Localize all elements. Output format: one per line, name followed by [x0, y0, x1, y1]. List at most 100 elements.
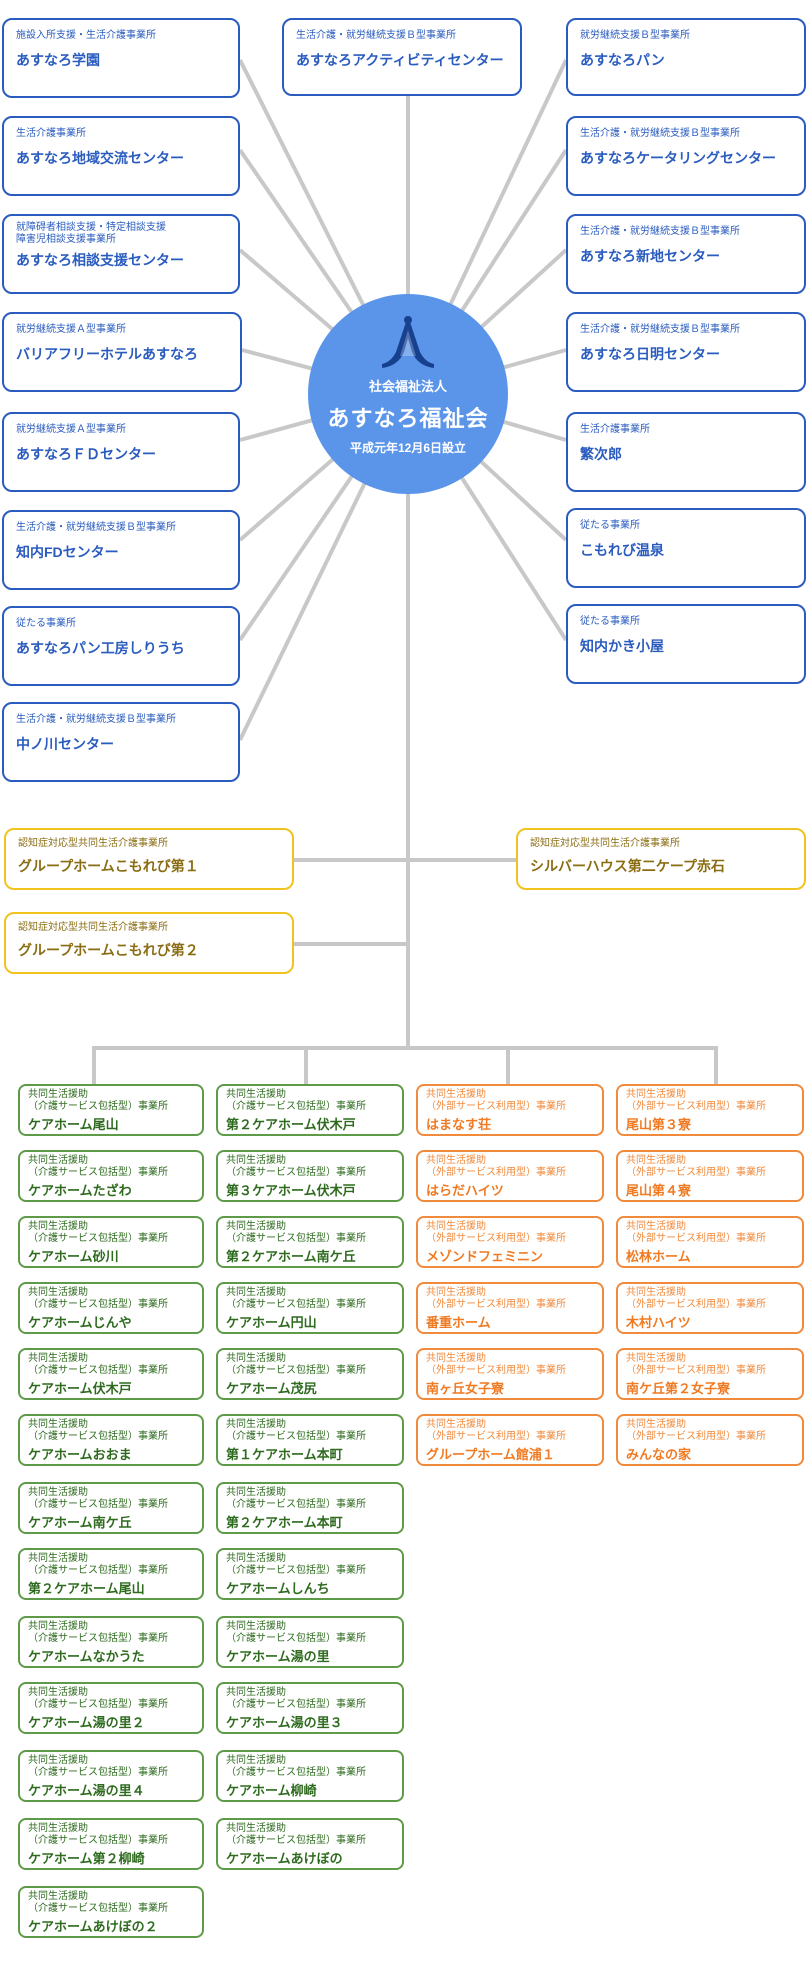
facility-box[interactable]: 生活介護・就労継続支援Ｂ型事業所あすなろ新地センター — [566, 214, 806, 294]
facility-name: あすなろＦＤセンター — [16, 446, 156, 462]
external-service-box[interactable]: 共同生活援助 （外部サービス利用型）事業所番重ホーム — [416, 1282, 604, 1334]
facility-box[interactable]: 生活介護・就労継続支援Ｂ型事業所あすなろケータリングセンター — [566, 116, 806, 196]
home-name: ケアホームあけぼの２ — [28, 1919, 158, 1934]
facility-name: あすなろパン工房しりうち — [16, 640, 185, 656]
home-category: 共同生活援助 （介護サービス包括型）事業所 — [226, 1687, 366, 1710]
external-service-box[interactable]: 共同生活援助 （外部サービス利用型）事業所松林ホーム — [616, 1216, 804, 1268]
care-home-box[interactable]: 共同生活援助 （介護サービス包括型）事業所ケアホーム砂川 — [18, 1216, 204, 1268]
external-service-box[interactable]: 共同生活援助 （外部サービス利用型）事業所尾山第３寮 — [616, 1084, 804, 1136]
care-home-box[interactable]: 共同生活援助 （介護サービス包括型）事業所ケアホームあけぼの２ — [18, 1886, 204, 1938]
grouphome-box[interactable]: 認知症対応型共同生活介護事業所グループホームこもれび第１ — [4, 828, 294, 890]
corporation-type: 社会福祉法人 — [368, 379, 447, 394]
care-home-box[interactable]: 共同生活援助 （介護サービス包括型）事業所第１ケアホーム本町 — [216, 1414, 404, 1466]
facility-category: 就障碍者相談支援・特定相談支援 障害児相談支援事業所 — [16, 222, 166, 245]
home-category: 共同生活援助 （介護サービス包括型）事業所 — [28, 1687, 168, 1710]
home-name: ケアホーム湯の里 — [226, 1649, 330, 1664]
care-home-box[interactable]: 共同生活援助 （介護サービス包括型）事業所ケアホーム柳崎 — [216, 1750, 404, 1802]
home-name: 松林ホーム — [626, 1249, 691, 1264]
external-service-box[interactable]: 共同生活援助 （外部サービス利用型）事業所メゾンドフェミニン — [416, 1216, 604, 1268]
care-home-box[interactable]: 共同生活援助 （介護サービス包括型）事業所ケアホームじんや — [18, 1282, 204, 1334]
care-home-box[interactable]: 共同生活援助 （介護サービス包括型）事業所ケアホーム円山 — [216, 1282, 404, 1334]
care-home-box[interactable]: 共同生活援助 （介護サービス包括型）事業所第２ケアホーム尾山 — [18, 1548, 204, 1600]
care-home-box[interactable]: 共同生活援助 （介護サービス包括型）事業所ケアホーム湯の里２ — [18, 1682, 204, 1734]
care-home-box[interactable]: 共同生活援助 （介護サービス包括型）事業所ケアホームあけぼの — [216, 1818, 404, 1870]
home-name: 第２ケアホーム伏木戸 — [226, 1117, 356, 1132]
facility-box[interactable]: 従たる事業所知内かき小屋 — [566, 604, 806, 684]
care-home-box[interactable]: 共同生活援助 （介護サービス包括型）事業所第３ケアホーム伏木戸 — [216, 1150, 404, 1202]
home-category: 共同生活援助 （介護サービス包括型）事業所 — [28, 1419, 168, 1442]
home-name: 南ヶ丘女子寮 — [426, 1381, 505, 1396]
home-category: 共同生活援助 （介護サービス包括型）事業所 — [226, 1755, 366, 1778]
home-name: ケアホームしんち — [226, 1581, 330, 1596]
facility-category: 就労継続支援Ａ型事業所 — [16, 324, 126, 335]
facility-box[interactable]: 就労継続支援Ａ型事業所あすなろＦＤセンター — [2, 412, 240, 492]
care-home-box[interactable]: 共同生活援助 （介護サービス包括型）事業所ケアホームしんち — [216, 1548, 404, 1600]
home-category: 共同生活援助 （介護サービス包括型）事業所 — [28, 1891, 168, 1914]
external-service-box[interactable]: 共同生活援助 （外部サービス利用型）事業所はまなす荘 — [416, 1084, 604, 1136]
home-name: みんなの家 — [626, 1447, 692, 1462]
facility-box[interactable]: 就労継続支援Ｂ型事業所あすなろパン — [566, 18, 806, 96]
external-service-box[interactable]: 共同生活援助 （外部サービス利用型）事業所南ヶ丘女子寮 — [416, 1348, 604, 1400]
care-home-box[interactable]: 共同生活援助 （介護サービス包括型）事業所ケアホーム尾山 — [18, 1084, 204, 1136]
facility-box[interactable]: 生活介護事業所あすなろ地域交流センター — [2, 116, 240, 196]
home-category: 共同生活援助 （外部サービス利用型）事業所 — [626, 1155, 766, 1178]
facility-box[interactable]: 生活介護・就労継続支援Ｂ型事業所知内FDセンター — [2, 510, 240, 590]
external-service-box[interactable]: 共同生活援助 （外部サービス利用型）事業所南ケ丘第２女子寮 — [616, 1348, 804, 1400]
facility-name: あすなろ新地センター — [580, 248, 720, 264]
facility-category: 生活介護・就労継続支援Ｂ型事業所 — [580, 226, 740, 237]
facility-box[interactable]: 従たる事業所あすなろパン工房しりうち — [2, 606, 240, 686]
home-category: 共同生活援助 （介護サービス包括型）事業所 — [28, 1353, 168, 1376]
care-home-box[interactable]: 共同生活援助 （介護サービス包括型）事業所ケアホームおおま — [18, 1414, 204, 1466]
home-name: ケアホーム南ケ丘 — [28, 1515, 132, 1530]
facility-box[interactable]: 施設入所支援・生活介護事業所あすなろ学園 — [2, 18, 240, 98]
facility-box[interactable]: 生活介護事業所繁次郎 — [566, 412, 806, 492]
home-category: 共同生活援助 （外部サービス利用型）事業所 — [426, 1353, 566, 1376]
home-category: 共同生活援助 （介護サービス包括型）事業所 — [226, 1089, 366, 1112]
care-home-box[interactable]: 共同生活援助 （介護サービス包括型）事業所第２ケアホーム伏木戸 — [216, 1084, 404, 1136]
facility-box[interactable]: 就障碍者相談支援・特定相談支援 障害児相談支援事業所あすなろ相談支援センター — [2, 214, 240, 294]
care-home-box[interactable]: 共同生活援助 （介護サービス包括型）事業所ケアホーム湯の里 — [216, 1616, 404, 1668]
care-home-box[interactable]: 共同生活援助 （介護サービス包括型）事業所ケアホームなかうた — [18, 1616, 204, 1668]
facility-name: あすなろパン — [580, 52, 665, 68]
care-home-box[interactable]: 共同生活援助 （介護サービス包括型）事業所ケアホーム第２柳崎 — [18, 1818, 204, 1870]
home-category: 共同生活援助 （外部サービス利用型）事業所 — [626, 1353, 766, 1376]
external-service-box[interactable]: 共同生活援助 （外部サービス利用型）事業所グループホーム館浦１ — [416, 1414, 604, 1466]
facility-box[interactable]: 生活介護・就労継続支援Ｂ型事業所あすなろ日明センター — [566, 312, 806, 392]
facility-name: 知内かき小屋 — [580, 638, 664, 654]
facility-category: 従たる事業所 — [16, 618, 76, 629]
home-category: 共同生活援助 （介護サービス包括型）事業所 — [226, 1621, 366, 1644]
organization-name: あすなろ福祉会 — [327, 406, 489, 431]
facility-box[interactable]: 生活介護・就労継続支援Ｂ型事業所あすなろアクティビティセンター — [282, 18, 522, 96]
home-name: ケアホーム湯の里２ — [28, 1715, 145, 1730]
care-home-box[interactable]: 共同生活援助 （介護サービス包括型）事業所ケアホーム南ケ丘 — [18, 1482, 204, 1534]
grouphome-box[interactable]: 認知症対応型共同生活介護事業所グループホームこもれび第２ — [4, 912, 294, 974]
home-name: ケアホーム茂尻 — [226, 1381, 317, 1396]
care-home-box[interactable]: 共同生活援助 （介護サービス包括型）事業所ケアホーム湯の里３ — [216, 1682, 404, 1734]
care-home-box[interactable]: 共同生活援助 （介護サービス包括型）事業所ケアホームたざわ — [18, 1150, 204, 1202]
external-service-box[interactable]: 共同生活援助 （外部サービス利用型）事業所尾山第４寮 — [616, 1150, 804, 1202]
facility-name: バリアフリーホテルあすなろ — [16, 346, 198, 362]
external-service-box[interactable]: 共同生活援助 （外部サービス利用型）事業所はらだハイツ — [416, 1150, 604, 1202]
facility-box[interactable]: 就労継続支援Ａ型事業所バリアフリーホテルあすなろ — [2, 312, 242, 392]
grouphome-category: 認知症対応型共同生活介護事業所 — [18, 838, 168, 849]
home-category: 共同生活援助 （外部サービス利用型）事業所 — [426, 1155, 566, 1178]
care-home-box[interactable]: 共同生活援助 （介護サービス包括型）事業所第２ケアホーム南ケ丘 — [216, 1216, 404, 1268]
care-home-box[interactable]: 共同生活援助 （介護サービス包括型）事業所ケアホーム伏木戸 — [18, 1348, 204, 1400]
facility-box[interactable]: 従たる事業所こもれび温泉 — [566, 508, 806, 588]
grouphome-name: グループホームこもれび第２ — [18, 942, 199, 958]
home-category: 共同生活援助 （介護サービス包括型）事業所 — [28, 1287, 168, 1310]
care-home-box[interactable]: 共同生活援助 （介護サービス包括型）事業所ケアホーム茂尻 — [216, 1348, 404, 1400]
facility-box[interactable]: 生活介護・就労継続支援Ｂ型事業所中ノ川センター — [2, 702, 240, 782]
grouphome-box[interactable]: 認知症対応型共同生活介護事業所シルバーハウス第二ケープ赤石 — [516, 828, 806, 890]
external-service-box[interactable]: 共同生活援助 （外部サービス利用型）事業所木村ハイツ — [616, 1282, 804, 1334]
facility-name: あすなろ地域交流センター — [16, 150, 184, 166]
home-category: 共同生活援助 （外部サービス利用型）事業所 — [626, 1221, 766, 1244]
care-home-box[interactable]: 共同生活援助 （介護サービス包括型）事業所第２ケアホーム本町 — [216, 1482, 404, 1534]
external-service-box[interactable]: 共同生活援助 （外部サービス利用型）事業所みんなの家 — [616, 1414, 804, 1466]
facility-name: 知内FDセンター — [16, 544, 119, 560]
care-home-box[interactable]: 共同生活援助 （介護サービス包括型）事業所ケアホーム湯の里４ — [18, 1750, 204, 1802]
home-name: 第２ケアホーム尾山 — [28, 1581, 145, 1596]
home-name: ケアホーム湯の里３ — [226, 1715, 343, 1730]
home-name: ケアホーム第２柳崎 — [28, 1851, 145, 1866]
facility-name: 繁次郎 — [580, 446, 622, 462]
